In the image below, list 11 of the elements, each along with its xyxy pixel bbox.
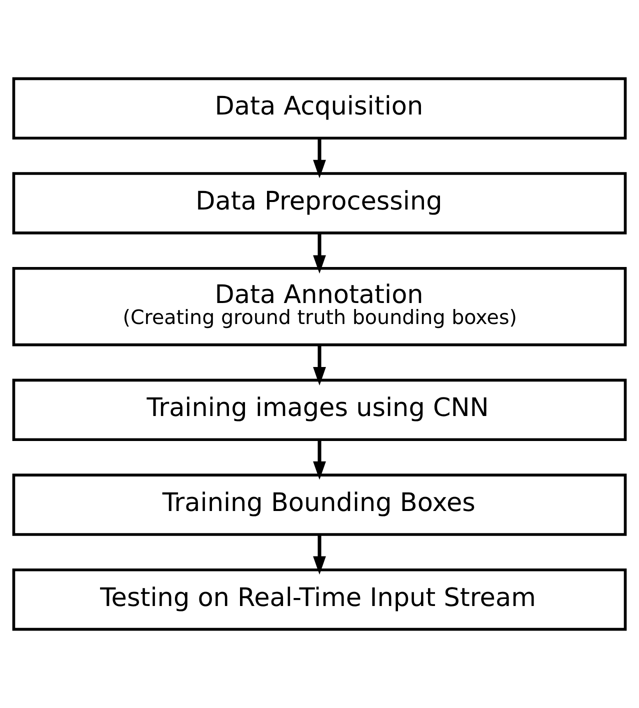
arrow (313, 344, 326, 386)
arrow (313, 534, 326, 575)
node-box: Training images using CNN (12, 378, 627, 442)
node-box: Training Bounding Boxes (12, 474, 627, 536)
node-box: Data Annotation (Creating ground truth bounding boxes) (12, 266, 627, 346)
node-box: Data Preprocessing (12, 172, 627, 234)
arrow (313, 440, 326, 480)
arrow (313, 233, 326, 274)
node-box: Testing on Real-Time Input Stream (12, 568, 627, 631)
node-box: Data Acquisition (12, 77, 627, 140)
arrow (313, 138, 326, 178)
